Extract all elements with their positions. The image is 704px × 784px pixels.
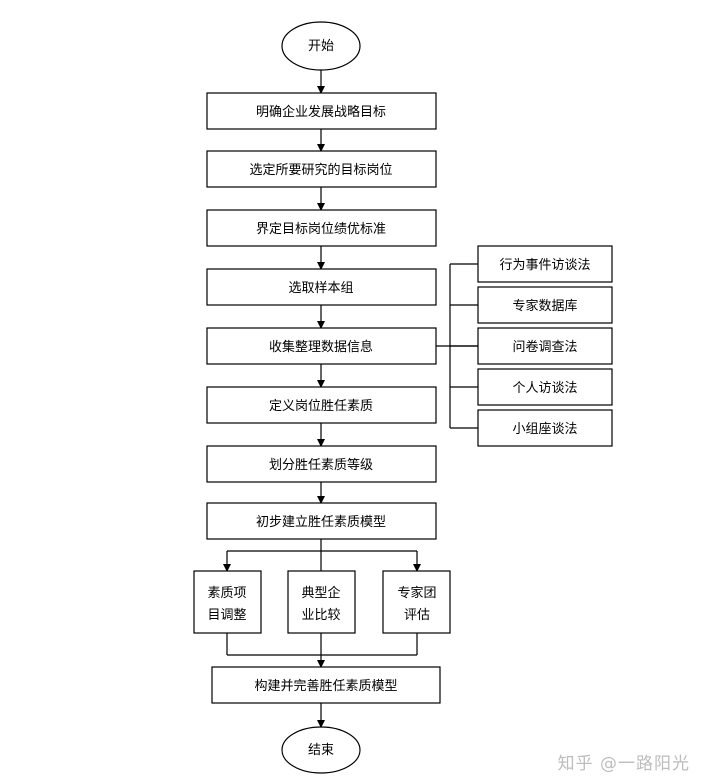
method-node-5: 小组座谈法 [477,409,613,447]
branch-label-1-line-2: 目调整 [207,608,246,623]
step-node-4: 选取样本组 [206,268,437,306]
step-node-6: 定义岗位胜任素质 [206,386,437,424]
watermark: 知乎 @一路阳光 [557,754,690,774]
step-node-3: 界定目标岗位绩优标准 [206,209,437,247]
start-label: 开始 [308,39,334,54]
start-node: 开始 [281,21,361,71]
method-node-2: 专家数据库 [477,286,613,324]
step-label-1: 明确企业发展战略目标 [256,104,386,120]
step-node-7: 划分胜任素质等级 [206,445,437,483]
method-node-4: 个人访谈法 [477,368,613,406]
branch-label-1-line-1: 素质项 [207,586,246,601]
step-label-4: 选取样本组 [288,281,353,296]
step-label-7: 划分胜任素质等级 [269,457,373,473]
step-label-5: 收集整理数据信息 [269,339,373,355]
final-step-label: 构建并完善胜任素质模型 [254,678,397,694]
method-label-3: 问卷调查法 [512,339,577,355]
connectors [223,70,478,728]
method-label-5: 小组座谈法 [512,422,577,437]
step-label-2: 选定所要研究的目标岗位 [249,162,392,178]
step-node-1: 明确企业发展战略目标 [206,92,437,130]
end-label: 结束 [308,743,334,758]
branch-label-3-line-1: 专家团 [397,585,436,601]
method-label-4: 个人访谈法 [512,381,577,396]
step-label-8: 初步建立胜任素质模型 [256,515,386,530]
branch-label-3-line-2: 评估 [404,608,430,623]
step-label-3: 界定目标岗位绩优标准 [256,222,386,237]
method-label-1: 行为事件访谈法 [499,258,590,273]
branch-node-2: 典型企 业比较 [287,570,356,634]
step-node-5: 收集整理数据信息 [206,327,437,365]
method-label-2: 专家数据库 [512,298,577,314]
step-node-8: 初步建立胜任素质模型 [206,502,437,540]
step-node-2: 选定所要研究的目标岗位 [206,150,437,188]
branch-label-2-line-2: 业比较 [301,608,340,623]
end-node: 结束 [281,726,361,774]
final-step-node: 构建并完善胜任素质模型 [211,666,441,704]
branch-node-3: 专家团 评估 [382,570,451,634]
method-node-1: 行为事件访谈法 [477,245,613,283]
method-node-3: 问卷调查法 [477,327,613,365]
branch-label-2-line-1: 典型企 [301,585,340,601]
branch-node-1: 素质项 目调整 [193,570,262,634]
step-label-6: 定义岗位胜任素质 [269,399,373,414]
